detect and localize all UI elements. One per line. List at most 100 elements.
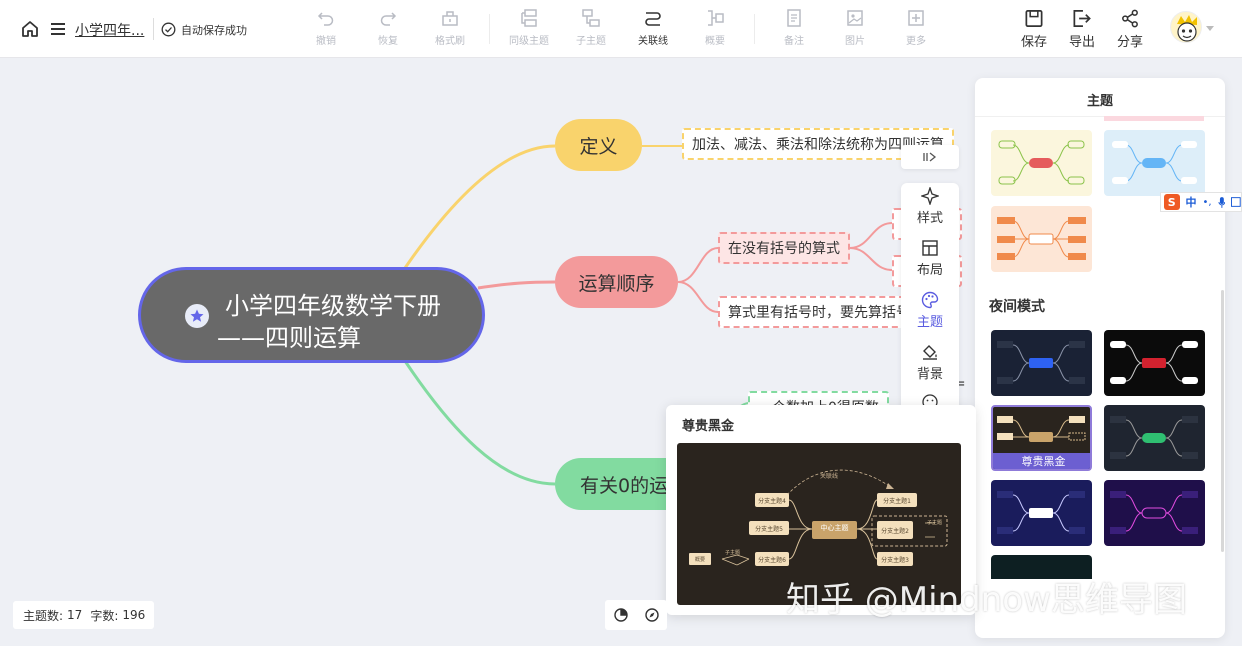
preview-branch: 分支主题4: [758, 498, 786, 505]
theme-thumb-dark-blue[interactable]: [991, 330, 1092, 396]
central-topic[interactable]: 小学四年级数学下册 ——四则运算: [138, 267, 485, 363]
theme-thumb-dark-red[interactable]: [1104, 330, 1205, 396]
summary-icon: [708, 10, 724, 26]
note-button[interactable]: 备注: [768, 8, 820, 50]
image-icon: [847, 10, 863, 26]
save-label: 保存: [1020, 35, 1047, 50]
status-bar: 主题数: 17 字数: 196: [13, 601, 154, 629]
night-mode-heading: 夜间模式: [989, 299, 1045, 315]
palette-icon: [921, 291, 939, 309]
preview-child: 子主题: [725, 550, 741, 556]
theme-panel: 主题 夜间模式 尊贵黑金: [975, 78, 1225, 638]
preview-child: 子主题: [927, 520, 943, 526]
word-count: 196: [122, 608, 146, 622]
child-topic-icon: [582, 9, 600, 27]
branch-topic-definition[interactable]: 定义: [555, 119, 642, 171]
preview-title: 尊贵黑金: [682, 419, 735, 434]
theme-thumb-dark-teal[interactable]: [991, 555, 1092, 579]
export-label: 导出: [1068, 35, 1095, 50]
share-label: 分享: [1116, 35, 1143, 50]
summary-button[interactable]: 概要: [689, 8, 741, 50]
relation-line-button[interactable]: 关联线: [627, 8, 679, 50]
preview-branch: 分支主题6: [758, 557, 786, 564]
format-brush-icon: [442, 11, 458, 26]
sibling-topic-label: 同级主题: [509, 36, 549, 47]
theme-thumb-partial: [1104, 116, 1204, 121]
undo-button[interactable]: 撤销: [300, 8, 352, 50]
doc-title[interactable]: 小学四年...: [75, 23, 145, 39]
panel-scrollbar[interactable]: [1221, 290, 1224, 552]
more-button[interactable]: 更多: [890, 8, 942, 50]
export-button[interactable]: 导出: [1056, 8, 1108, 50]
theme-panel-title: 主题: [1086, 94, 1113, 109]
collapse-panel-button[interactable]: [901, 145, 959, 169]
topic-count-label: 主题数:: [23, 608, 64, 623]
toolbar-divider: [489, 14, 490, 44]
topic-count: 17: [67, 608, 83, 622]
layout-tab-label: 布局: [916, 263, 943, 278]
subtopic-definition[interactable]: 加法、减法、乘法和除法统称为四则运算: [682, 128, 954, 160]
summary-label: 概要: [705, 36, 725, 47]
undo-icon: [317, 12, 334, 26]
avatar[interactable]: [1170, 11, 1202, 43]
sibling-topic-button[interactable]: 同级主题: [503, 8, 555, 50]
preview-center: 中心主题: [820, 524, 849, 532]
theme-thumb-light-yellow[interactable]: [991, 130, 1092, 196]
panel-divider: [975, 116, 1225, 117]
home-icon[interactable]: [20, 19, 40, 39]
chevron-down-icon[interactable]: [1205, 24, 1215, 32]
layout-tab[interactable]: 布局: [901, 239, 959, 278]
share-button[interactable]: 分享: [1104, 8, 1156, 50]
style-tab[interactable]: 样式: [901, 187, 959, 226]
theme-thumb-light-orange[interactable]: [991, 206, 1092, 272]
paint-bucket-icon: [923, 345, 937, 360]
child-topic-button[interactable]: 子主题: [565, 8, 617, 50]
keyboard-icon: [1231, 197, 1242, 207]
compass-icon[interactable]: [644, 608, 659, 622]
subtopic-no-brackets[interactable]: 在没有括号的算式: [718, 232, 850, 264]
theme-hover-label: 尊贵黑金: [993, 453, 1090, 469]
style-tab-label: 样式: [916, 211, 943, 226]
theme-tab[interactable]: 主题: [901, 291, 959, 330]
pie-chart-icon[interactable]: [613, 608, 628, 622]
theme-thumb-light-blue[interactable]: [1104, 130, 1205, 196]
theme-tab-label: 主题: [916, 315, 943, 330]
preview-branch: 分支主题5: [755, 526, 783, 533]
more-label: 更多: [906, 36, 926, 47]
save-status: 自动保存成功: [181, 24, 247, 37]
save-button[interactable]: 保存: [1008, 8, 1060, 50]
preview-branch: 分支主题2: [881, 528, 909, 535]
word-count-label: 字数:: [90, 608, 119, 623]
share-icon: [1122, 9, 1138, 28]
export-icon: [1073, 10, 1091, 27]
theme-thumb-dark-purple[interactable]: [1104, 480, 1205, 546]
toolbar-divider: [754, 14, 755, 44]
more-icon: [908, 10, 924, 26]
note-label: 备注: [784, 36, 804, 47]
image-button[interactable]: 图片: [829, 8, 881, 50]
ime-toolbar[interactable]: S 中 •,: [1160, 192, 1242, 212]
theme-thumb-dark-green[interactable]: [1104, 405, 1205, 471]
microphone-icon: [1218, 196, 1225, 208]
save-icon: [1025, 10, 1043, 27]
title-divider: [153, 18, 154, 40]
background-tab[interactable]: 背景: [901, 343, 959, 382]
image-label: 图片: [845, 36, 865, 47]
child-topic-label: 子主题: [576, 36, 606, 47]
subtopic-with-brackets[interactable]: 算式里有括号时，要先算括号: [718, 296, 920, 328]
branch-connectors: [403, 144, 893, 486]
redo-button[interactable]: 恢复: [362, 8, 414, 50]
menu-icon[interactable]: [48, 19, 68, 39]
theme-thumb-black-gold[interactable]: 尊贵黑金: [991, 405, 1092, 471]
star-icon: [185, 304, 209, 328]
view-controls: [605, 600, 667, 630]
theme-thumb-dark-indigo[interactable]: [991, 480, 1092, 546]
check-circle-icon: [161, 22, 176, 37]
style-icon: [921, 187, 939, 205]
branch-topic-order[interactable]: 运算顺序: [555, 256, 678, 308]
format-brush-button[interactable]: 格式刷: [424, 8, 476, 50]
format-brush-label: 格式刷: [435, 36, 465, 47]
note-icon: [787, 9, 801, 27]
layout-icon: [922, 240, 938, 256]
top-toolbar: 小学四年... 自动保存成功 撤销 恢复 格式刷 同级主题 子主题 关联线 概要…: [0, 0, 1242, 58]
